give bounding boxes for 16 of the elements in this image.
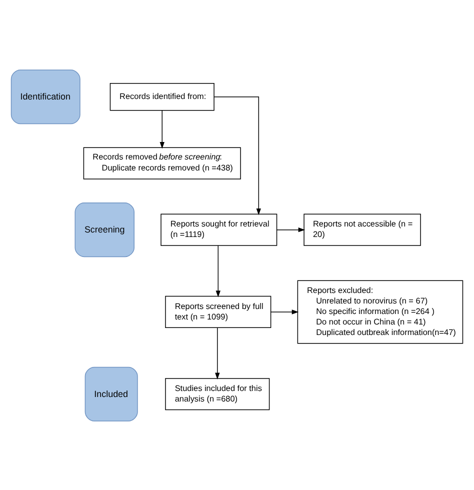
arrow bbox=[214, 96, 262, 215]
node-box: Records removed before screening: Duplicate records removed (n =438) bbox=[83, 146, 241, 179]
node-box: Reports excluded: Unrelated to norovirus (n = 67) No specific information (n =264 ) Do not occur in China (n = 41) Duplicated outbreak information(n=47) bbox=[297, 280, 464, 344]
node-box: Reports sought for retrieval (n =1119) bbox=[160, 213, 278, 246]
node-box: Reports screened by full text (n = 1099) bbox=[165, 295, 272, 328]
arrow bbox=[216, 244, 220, 297]
node-box: Records identified from: bbox=[110, 82, 214, 110]
node-box: Identification bbox=[10, 69, 80, 124]
node-box: Reports not accessible (n = 20) bbox=[304, 213, 421, 246]
arrow bbox=[160, 109, 164, 148]
node-box: Included bbox=[84, 366, 138, 421]
node-box: Studies included for this analysis (n =680) bbox=[165, 378, 270, 410]
node-box: Screening bbox=[74, 202, 134, 257]
arrow bbox=[270, 309, 299, 314]
arrow bbox=[215, 326, 220, 379]
arrow bbox=[276, 226, 306, 232]
